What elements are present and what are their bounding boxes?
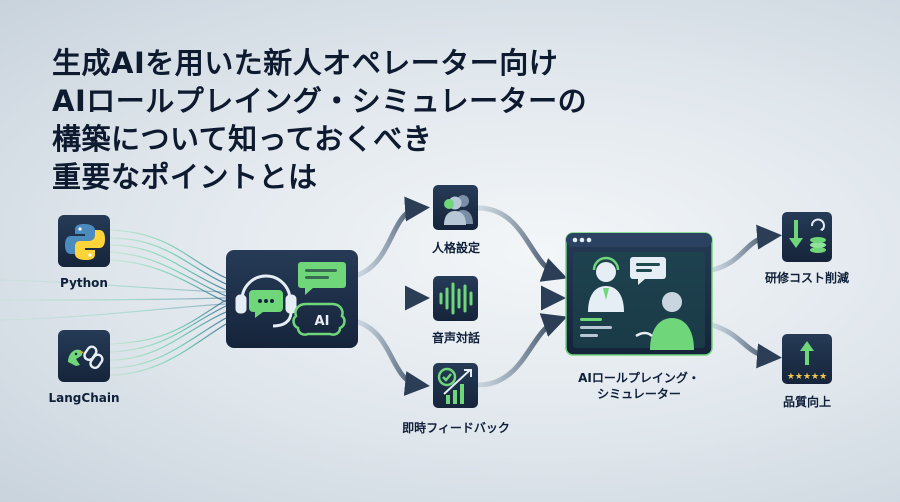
cost-reduction-tile <box>782 212 832 262</box>
title-line-4: 重要なポイントとは <box>52 160 318 194</box>
langchain-tile <box>58 330 110 382</box>
title-line-1: 生成AIを用いた新人オペレーター向け <box>52 46 559 80</box>
hub-to-feature-arrows <box>355 196 430 396</box>
parrot-icon <box>68 349 84 366</box>
python-tile <box>58 215 110 267</box>
voice-label: 音声対話 <box>431 331 481 345</box>
quality-tile: ★★★★★ <box>782 334 832 384</box>
five-stars-icon: ★★★★★ <box>787 372 827 382</box>
sim-chat-bubble-icon <box>630 257 666 285</box>
ai-text: AI <box>315 314 330 329</box>
simulator-label-line-2: シミュレーター <box>597 387 681 401</box>
headset-icon <box>235 274 297 328</box>
up-arrow-stars-icon: ★★★★★ <box>787 341 827 382</box>
simulator-label: AIロールプレイング・ シミュレーター <box>578 370 700 402</box>
feature-to-sim-arrows <box>475 205 568 388</box>
simulator-window <box>565 232 713 356</box>
python-logo-icon <box>65 224 105 260</box>
quality-label: 品質向上 <box>782 395 832 409</box>
ai-brain-icon: AI <box>292 302 346 336</box>
python-label: Python <box>60 276 108 290</box>
persona-faces-icon <box>444 195 473 225</box>
input-streams <box>0 229 227 376</box>
feedback-tile <box>433 363 478 408</box>
check-growth-icon <box>437 367 472 404</box>
title-line-3: 構築について知っておくべき <box>52 122 433 156</box>
chain-link-icon <box>83 345 104 370</box>
langchain-label: LangChain <box>48 391 120 405</box>
voice-tile <box>433 276 478 321</box>
persona-label: 人格設定 <box>431 241 481 255</box>
terminal-lines-icon <box>580 318 612 337</box>
cost-reduction-label: 研修コスト削減 <box>764 271 850 285</box>
title-line-2: AIロールプレイング・シミュレーターの <box>52 84 588 118</box>
feedback-label: 即時フィードバック <box>402 421 510 435</box>
persona-tile <box>433 185 478 230</box>
down-arrow-coins-icon <box>789 218 826 253</box>
customer-avatar-icon <box>635 292 694 350</box>
sound-wave-icon <box>439 282 473 315</box>
sim-to-outcome-arrows <box>709 224 782 369</box>
simulator-label-line-1: AIロールプレイング・ <box>578 371 700 385</box>
ai-hub-tile: AI <box>226 250 358 348</box>
message-card-icon <box>298 262 346 295</box>
page-title: 生成AIを用いた新人オペレーター向け AIロールプレイング・シミュレーターの 構… <box>52 44 587 196</box>
operator-avatar-icon <box>588 256 624 312</box>
chat-bubble-icon <box>249 290 283 318</box>
